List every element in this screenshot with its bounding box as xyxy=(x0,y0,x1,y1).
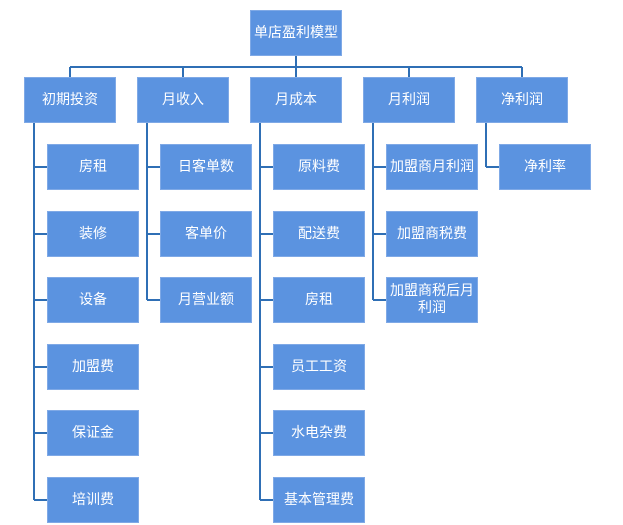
item-franchisee-after-tax-profit: 加盟商税后月利润 xyxy=(386,277,478,323)
group-monthly-cost: 月成本 xyxy=(250,77,342,123)
item-utilities: 水电杂费 xyxy=(273,410,365,456)
item-equipment: 设备 xyxy=(47,277,139,323)
item-renovation: 装修 xyxy=(47,211,139,257)
item-deposit: 保证金 xyxy=(47,410,139,456)
group-monthly-income: 月收入 xyxy=(137,77,229,123)
item-delivery: 配送费 xyxy=(273,211,365,257)
group-net-profit: 净利润 xyxy=(476,77,568,123)
item-net-margin: 净利率 xyxy=(499,144,591,190)
item-daily-customers: 日客单数 xyxy=(160,144,252,190)
item-staff-wages: 员工工资 xyxy=(273,344,365,390)
root-node: 单店盈利模型 xyxy=(250,10,342,56)
item-franchisee-tax: 加盟商税费 xyxy=(386,211,478,257)
item-management: 基本管理费 xyxy=(273,477,365,523)
item-materials: 原料费 xyxy=(273,144,365,190)
item-franchise-fee: 加盟费 xyxy=(47,344,139,390)
item-initial-rent: 房租 xyxy=(47,144,139,190)
item-monthly-revenue: 月营业额 xyxy=(160,277,252,323)
item-price-per-customer: 客单价 xyxy=(160,211,252,257)
group-initial-investment: 初期投资 xyxy=(24,77,116,123)
item-monthly-rent: 房租 xyxy=(273,277,365,323)
item-training-fee: 培训费 xyxy=(47,477,139,523)
item-franchisee-monthly-profit: 加盟商月利润 xyxy=(386,144,478,190)
group-monthly-profit: 月利润 xyxy=(363,77,455,123)
